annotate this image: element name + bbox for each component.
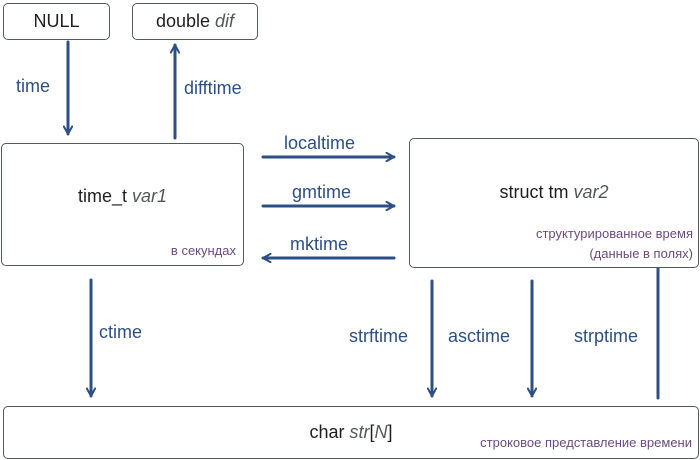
double-box: double dif [132,3,258,40]
char-bracket-open: [ [369,422,375,442]
label-gmtime: gmtime [292,182,352,202]
double-title: double dif [133,11,257,32]
char-box: char str[N] строковое представление врем… [3,406,699,459]
char-type: char [309,422,345,442]
null-label: NULL [33,11,80,31]
struct-tm-note-line1: структурированное время [535,226,693,241]
struct-tm-title: struct tm var2 [410,182,698,203]
label-asctime: asctime [448,326,511,346]
char-title: char str[N] [4,422,698,443]
label-localtime: localtime [284,133,356,153]
time-t-type: time_t [77,186,127,206]
label-difftime: difftime [184,78,242,98]
label-time: time [16,76,51,96]
double-var: dif [215,11,235,31]
char-note: строковое представление времени [480,435,692,450]
struct-tm-var: var2 [573,182,609,202]
time-t-note: в секундах [170,243,236,258]
label-ctime: ctime [99,322,143,342]
double-type: double [155,11,211,31]
struct-tm-note-line2: (данные в полях) [589,246,693,261]
char-bracket-close: ] [387,422,393,442]
char-var: str [349,422,370,442]
label-mktime: mktime [290,234,348,254]
label-strftime: strftime [349,326,409,346]
time-t-box: time_t var1 в секундах [1,143,244,266]
char-index: N [374,422,388,442]
label-strptime: strptime [574,326,639,346]
struct-tm-note: структурированное время (данные в полях) [536,224,693,264]
time-t-title: time_t var1 [2,186,243,207]
null-box: NULL [3,3,110,40]
time-t-var: var1 [132,186,168,206]
struct-tm-box: struct tm var2 структурированное время (… [409,138,699,268]
struct-tm-type: struct tm [499,182,569,202]
